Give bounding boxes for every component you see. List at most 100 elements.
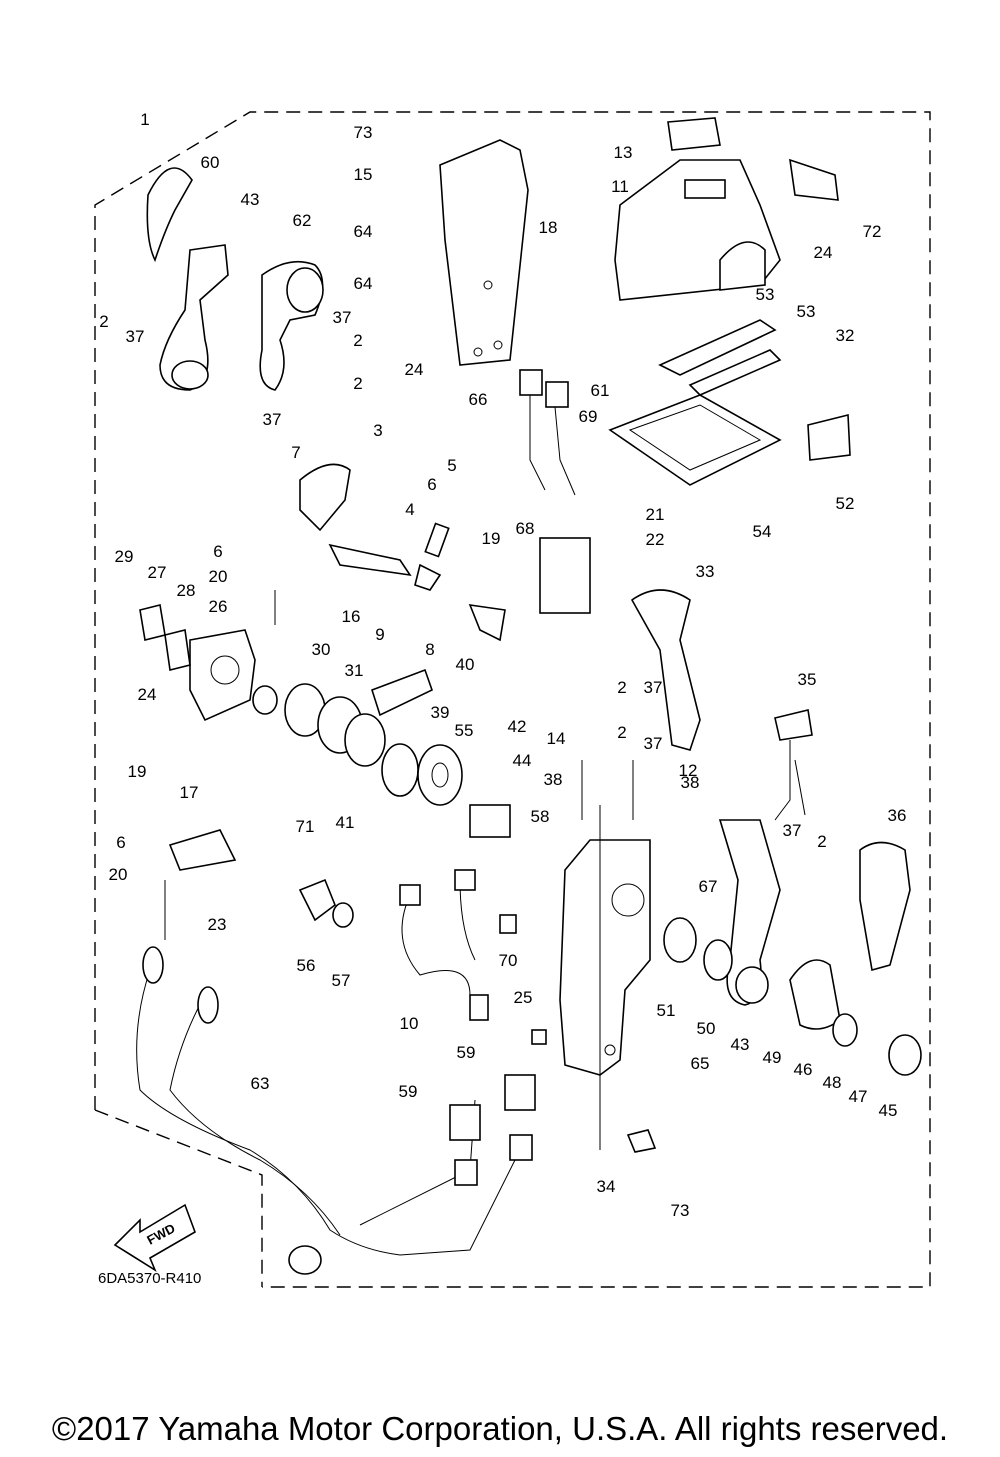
callout-20: 20 [209, 567, 228, 586]
callout-37: 37 [333, 308, 352, 327]
callout-2: 2 [99, 312, 108, 331]
callout-14: 14 [547, 729, 566, 748]
callout-6: 6 [427, 475, 436, 494]
callout-35: 35 [798, 670, 817, 689]
callout-27: 27 [148, 563, 167, 582]
callout-37: 37 [263, 410, 282, 429]
callout-2: 2 [817, 832, 826, 851]
callout-41: 41 [336, 813, 355, 832]
callout-40: 40 [456, 655, 475, 674]
assembly-frame [94, 111, 931, 1288]
callout-63: 63 [251, 1074, 270, 1093]
cover-assembly [614, 117, 839, 301]
pins [164, 590, 354, 940]
copyright-footer: ©2017 Yamaha Motor Corporation, U.S.A. A… [51, 1410, 949, 1447]
housing-68 [539, 537, 591, 614]
callout-5: 5 [447, 456, 456, 475]
callout-18: 18 [539, 218, 558, 237]
callout-11: 11 [611, 177, 629, 196]
callout-24: 24 [405, 360, 424, 379]
callout-19: 19 [482, 529, 501, 548]
callout-23: 23 [208, 915, 227, 934]
callout-12: 12 [679, 761, 698, 780]
callout-30: 30 [312, 640, 331, 659]
callout-48: 48 [823, 1073, 842, 1092]
callout-26: 26 [209, 597, 228, 616]
callout-56: 56 [297, 956, 316, 975]
callout-22: 22 [646, 530, 665, 549]
callout-62: 62 [293, 211, 312, 230]
fwd-arrow: FWD [113, 1203, 196, 1273]
callout-37: 37 [644, 678, 663, 697]
callout-17: 17 [180, 783, 199, 802]
callout-60: 60 [201, 153, 220, 172]
callout-50: 50 [697, 1019, 716, 1038]
callout-2: 2 [617, 723, 626, 742]
clamp-34 [626, 1129, 657, 1153]
callout-24: 24 [814, 243, 833, 262]
clip-25 [531, 1029, 547, 1045]
bracket-plate [439, 139, 529, 366]
callout-69: 69 [579, 407, 598, 426]
callout-6: 6 [213, 542, 222, 561]
callout-57: 57 [332, 971, 351, 990]
callout-61: 61 [591, 381, 610, 400]
callout-42: 42 [508, 717, 527, 736]
callout-51: 51 [657, 1001, 676, 1020]
wiring-harness [136, 946, 521, 1275]
callout-73: 73 [354, 123, 373, 142]
callout-55: 55 [455, 721, 474, 740]
callout-54: 54 [753, 522, 772, 541]
ring-stack [663, 917, 922, 1076]
callout-37: 37 [644, 734, 663, 753]
callout-49: 49 [763, 1048, 782, 1067]
callout-53: 53 [756, 285, 775, 304]
callout-16: 16 [342, 607, 361, 626]
callout-44: 44 [513, 751, 532, 770]
callout-73: 73 [671, 1201, 690, 1220]
callout-71: 71 [296, 817, 315, 836]
callout-labels: 1604362237372237731564642413117224185353… [99, 110, 906, 1220]
callout-70: 70 [499, 951, 518, 970]
callout-59: 59 [399, 1082, 418, 1101]
callout-66: 66 [469, 390, 488, 409]
callout-38: 38 [681, 773, 700, 792]
callout-9: 9 [375, 625, 384, 644]
callout-45: 45 [879, 1101, 898, 1120]
handle-assembly-right [630, 589, 911, 1006]
callout-29: 29 [115, 547, 134, 566]
callout-31: 31 [345, 661, 364, 680]
callout-33: 33 [696, 562, 715, 581]
control-box [559, 805, 651, 1150]
callout-15: 15 [354, 165, 373, 184]
callout-20: 20 [109, 865, 128, 884]
callout-36: 36 [888, 806, 907, 825]
callout-72: 72 [863, 222, 882, 241]
parts-diagram: FWD 6DA5370-R410 16043622373722377315646… [94, 110, 931, 1288]
lever-mechanism [299, 463, 506, 642]
callout-68: 68 [516, 519, 535, 538]
drawing-code: 6DA5370-R410 [98, 1270, 201, 1287]
callout-8: 8 [425, 640, 434, 659]
callout-43: 43 [241, 190, 260, 209]
callout-67: 67 [699, 877, 718, 896]
callout-28: 28 [177, 581, 196, 600]
callout-53: 53 [797, 302, 816, 321]
switch-assembly [519, 369, 576, 496]
callout-58: 58 [531, 807, 550, 826]
callout-2: 2 [353, 374, 362, 393]
callout-10: 10 [400, 1014, 419, 1033]
callout-13: 13 [614, 143, 633, 162]
handle-assembly-left [146, 167, 324, 391]
callout-38: 38 [544, 770, 563, 789]
callout-59: 59 [457, 1043, 476, 1062]
housing-cluster [139, 604, 511, 838]
callout-24: 24 [138, 685, 157, 704]
bracket-23 [168, 829, 237, 871]
callout-2: 2 [353, 331, 362, 350]
callout-6: 6 [116, 833, 125, 852]
callout-37: 37 [783, 821, 802, 840]
callout-39: 39 [431, 703, 450, 722]
callout-3: 3 [373, 421, 382, 440]
gasket [608, 319, 851, 486]
